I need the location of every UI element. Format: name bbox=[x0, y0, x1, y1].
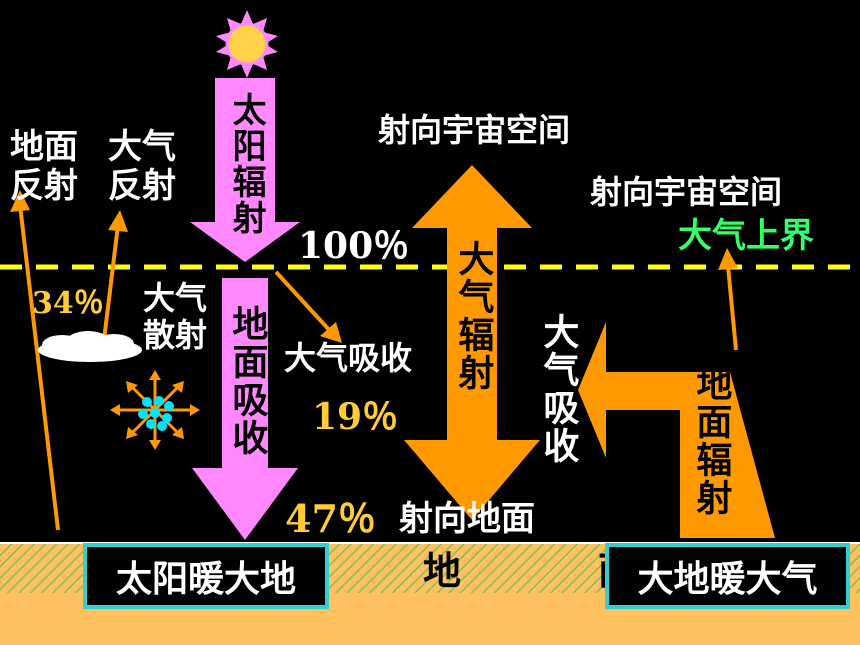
ground-radiation-label: 地面辐射 bbox=[690, 365, 732, 517]
atmos-absorb-label-2: 大气吸收 bbox=[537, 313, 579, 465]
earth-warms-air-box: 大地暖大气 bbox=[605, 543, 850, 609]
ground-reflect-arrow bbox=[10, 190, 60, 531]
scatter-label: 大气 散射 bbox=[143, 279, 208, 354]
ground-absorb-arrow bbox=[192, 278, 298, 540]
pct-100: 100％ bbox=[298, 225, 410, 267]
pct-19: 19％ bbox=[312, 396, 399, 438]
ground-absorb-label: 地面吸收 bbox=[226, 305, 268, 457]
atmos-radiation-arrow bbox=[404, 165, 540, 520]
space-label-1: 射向宇宙空间 bbox=[378, 111, 571, 149]
atmos-absorb-small-arrow bbox=[274, 270, 342, 343]
pct-47: 47％ bbox=[285, 496, 376, 541]
ground-char-label: 地 bbox=[423, 549, 462, 593]
atmos-absorb-label-1: 大气吸收 bbox=[284, 339, 413, 377]
solar-radiation-label: 太阳辐射 bbox=[226, 92, 267, 236]
atmos-top-label: 大气上界 bbox=[678, 216, 814, 256]
atmos-radiation-label: 大气辐射 bbox=[452, 240, 494, 392]
sun-warms-earth-box: 太阳暖大地 bbox=[83, 543, 329, 609]
space-label-2: 射向宇宙空间 bbox=[590, 173, 783, 211]
scatter-icon bbox=[110, 370, 200, 450]
atmos-reflect-label: 大气 反射 bbox=[108, 127, 176, 207]
ground-reflect-label: 地面 反射 bbox=[10, 127, 78, 207]
to-ground-label: 射向地面 bbox=[399, 499, 535, 539]
pct-34: 34％ bbox=[32, 286, 104, 321]
ground-radiation-arrow bbox=[578, 322, 775, 538]
ground-radiation-space-arrow bbox=[718, 248, 738, 351]
cloud-icon bbox=[38, 331, 142, 362]
solar-radiation-arrow bbox=[190, 78, 300, 262]
atmos-reflect-arrow bbox=[102, 210, 128, 341]
sun-icon bbox=[216, 10, 278, 78]
